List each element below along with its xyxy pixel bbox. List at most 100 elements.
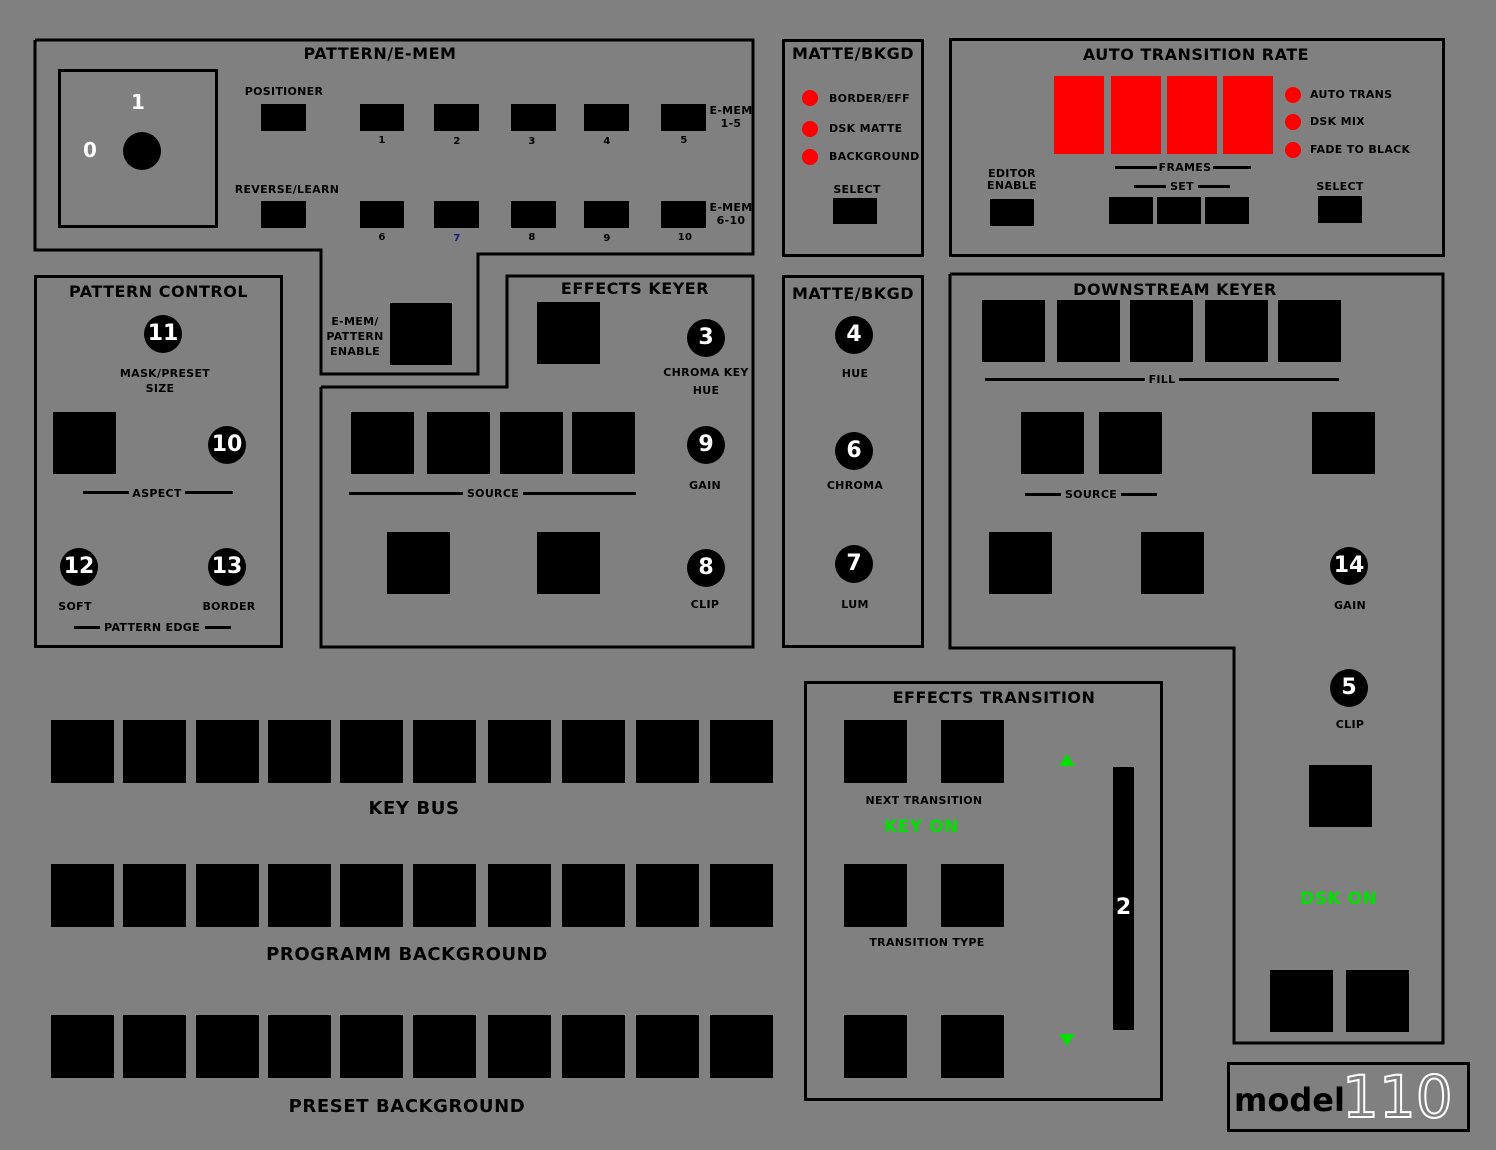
dsk-button[interactable] [989,532,1052,594]
program-bus-button[interactable] [562,864,625,927]
set-button[interactable] [1205,197,1249,224]
program-bus-button[interactable] [488,864,551,927]
transition-lever[interactable]: 2 [1113,767,1134,1030]
dsk-button[interactable] [1312,412,1375,474]
emem-button-2[interactable] [434,104,479,131]
emem-button-5[interactable] [661,104,706,131]
pattern-control-button[interactable] [53,412,116,474]
program-bus-button[interactable] [413,864,476,927]
keyer-source-button[interactable] [572,412,635,474]
reverse-learn-label: REVERSE/LEARN [234,183,340,196]
program-bus-button[interactable] [123,864,186,927]
preset-bus-button[interactable] [196,1015,259,1078]
emem-button-4[interactable] [584,104,629,131]
transition-button[interactable] [941,1015,1004,1078]
program-bus-button[interactable] [196,864,259,927]
key-bus-button[interactable] [413,720,476,783]
key-bus-button[interactable] [196,720,259,783]
key-bus-button[interactable] [51,720,114,783]
program-bus-button[interactable] [340,864,403,927]
matte-chroma-knob[interactable]: 6 [835,432,873,470]
joystick-pad[interactable]: 1 0 [58,69,218,228]
program-bus-button[interactable] [51,864,114,927]
rate-select-button[interactable] [1318,196,1362,223]
fill-label: FILL [1148,373,1176,386]
preset-bus-button[interactable] [562,1015,625,1078]
transition-button[interactable] [844,1015,907,1078]
dsk-fade-button[interactable] [1346,970,1409,1032]
dsk-source-button[interactable] [1021,412,1084,474]
border-knob[interactable]: 13 [208,548,246,586]
dsk-fill-button[interactable] [1130,300,1193,362]
dsk-fill-button[interactable] [1205,300,1268,362]
keyer-clip-knob[interactable]: 8 [687,549,725,587]
next-transition-button[interactable] [941,720,1004,783]
key-bus-button[interactable] [123,720,186,783]
dsk-button[interactable] [1141,532,1204,594]
positioner-button[interactable] [261,104,306,131]
soft-knob[interactable]: 12 [60,548,98,586]
key-bus-button[interactable] [562,720,625,783]
keyer-source-button[interactable] [351,412,414,474]
dsk-cut-button[interactable] [1309,765,1372,827]
set-button[interactable] [1109,197,1153,224]
keyer-source-button[interactable] [427,412,490,474]
preset-bus-button[interactable] [123,1015,186,1078]
dsk-fill-button[interactable] [1278,300,1341,362]
emem-1-5-line: 1-5 [720,117,742,130]
key-bus-button[interactable] [488,720,551,783]
preset-bus-button[interactable] [636,1015,699,1078]
emem-button-8[interactable] [511,201,556,228]
preset-bus-button[interactable] [413,1015,476,1078]
key-bus-button[interactable] [340,720,403,783]
key-bus-button[interactable] [636,720,699,783]
preset-bus-button[interactable] [268,1015,331,1078]
keyer-button[interactable] [387,532,450,594]
matte-lum-knob[interactable]: 7 [835,545,873,583]
program-bus-button[interactable] [268,864,331,927]
emem-button-1[interactable] [360,104,404,131]
next-transition-button[interactable] [844,720,907,783]
program-bus-button[interactable] [636,864,699,927]
set-button[interactable] [1157,197,1201,224]
joystick-knob[interactable] [123,132,161,170]
mask-preset-size-label: MASK/PRESET SIZE [110,366,220,396]
effects-keyer-button[interactable] [537,302,600,364]
transition-type-button[interactable] [941,864,1004,927]
emem-button-6[interactable] [360,201,404,228]
editor-enable-button[interactable] [990,199,1034,226]
dsk-mix-button[interactable] [1270,970,1333,1032]
key-bus-button[interactable] [710,720,773,783]
emem-button-3[interactable] [511,104,556,131]
keyer-source-button[interactable] [500,412,563,474]
dsk-gain-label: GAIN [1333,599,1367,612]
matte-hue-knob[interactable]: 4 [835,316,873,354]
preset-bus-button[interactable] [340,1015,403,1078]
dsk-source-button[interactable] [1099,412,1162,474]
keyer-gain-knob[interactable]: 9 [687,426,725,464]
key-bus-button[interactable] [268,720,331,783]
transition-type-button[interactable] [844,864,907,927]
emem-button-10[interactable] [661,201,706,228]
preset-bus-button[interactable] [51,1015,114,1078]
reverse-learn-button[interactable] [261,201,306,228]
mask-preset-size-knob[interactable]: 11 [144,315,182,353]
dsk-fill-button[interactable] [1057,300,1120,362]
dsk-gain-knob[interactable]: 14 [1330,547,1368,585]
pattern-control-panel [34,275,283,648]
emem-button-7[interactable] [434,201,479,228]
dsk-fill-button[interactable] [982,300,1045,362]
frames-label: FRAMES [1158,161,1212,174]
dsk-clip-knob[interactable]: 5 [1330,669,1368,707]
emem-button-9[interactable] [584,201,629,228]
chroma-key-hue-knob[interactable]: 3 [687,319,725,357]
matte-select-button[interactable] [833,198,877,224]
program-bus-button[interactable] [710,864,773,927]
led-label-dsk-matte: DSK MATTE [829,122,903,135]
aspect-knob[interactable]: 10 [208,426,246,464]
emem-pattern-enable-line: E-MEM/ [331,315,379,328]
preset-bus-button[interactable] [488,1015,551,1078]
emem-pattern-enable-button[interactable] [390,303,452,365]
keyer-button[interactable] [537,532,600,594]
preset-bus-button[interactable] [710,1015,773,1078]
